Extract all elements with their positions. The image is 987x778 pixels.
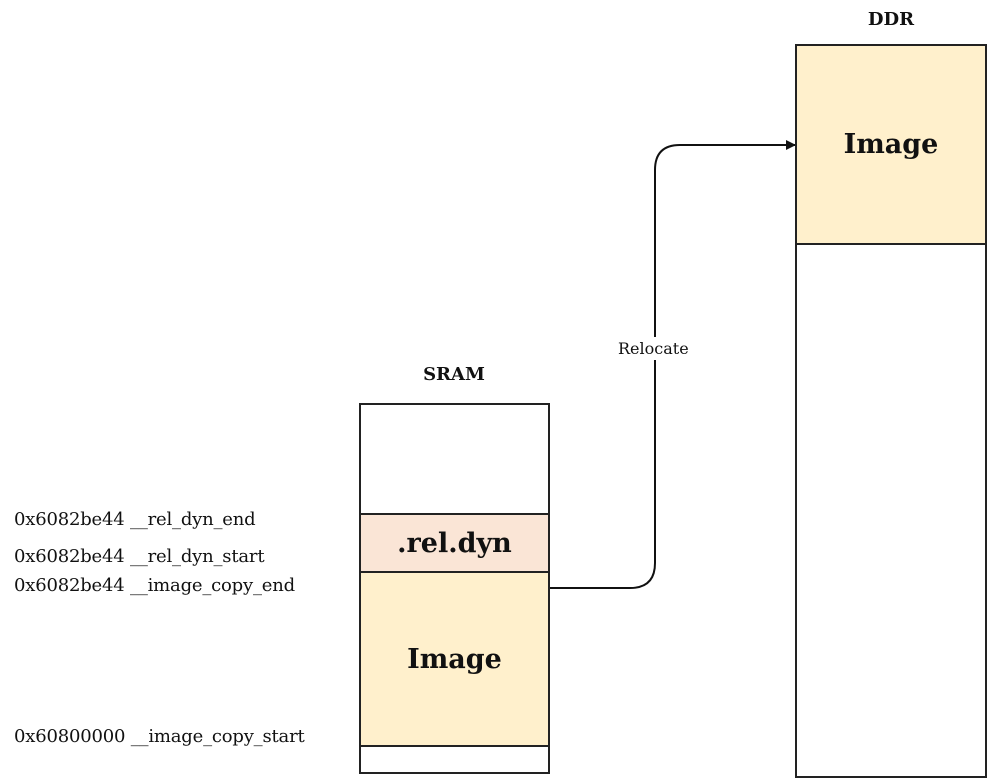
ddr-memory-block: Image — [795, 44, 987, 778]
sram-image-section: Image — [361, 571, 548, 745]
relocate-label: Relocate — [618, 337, 689, 360]
ddr-free-region — [797, 243, 985, 776]
ddr-title: DDR — [867, 9, 915, 30]
address-label-image-copy-end: 0x6082be44 __image_copy_end — [14, 575, 295, 596]
sram-memory-block: .rel.dyn Image — [359, 403, 550, 774]
sram-bottom-region — [361, 745, 548, 772]
sram-rel-dyn-section: .rel.dyn — [361, 513, 548, 571]
address-label-rel-dyn-end: 0x6082be44 __rel_dyn_end — [14, 509, 256, 530]
address-label-rel-dyn-start: 0x6082be44 __rel_dyn_start — [14, 546, 265, 567]
sram-title: SRAM — [423, 364, 485, 385]
sram-free-region — [361, 405, 548, 513]
relocate-arrow — [548, 140, 796, 589]
ddr-image-section: Image — [797, 46, 985, 243]
address-label-image-copy-start: 0x60800000 __image_copy_start — [14, 726, 305, 747]
